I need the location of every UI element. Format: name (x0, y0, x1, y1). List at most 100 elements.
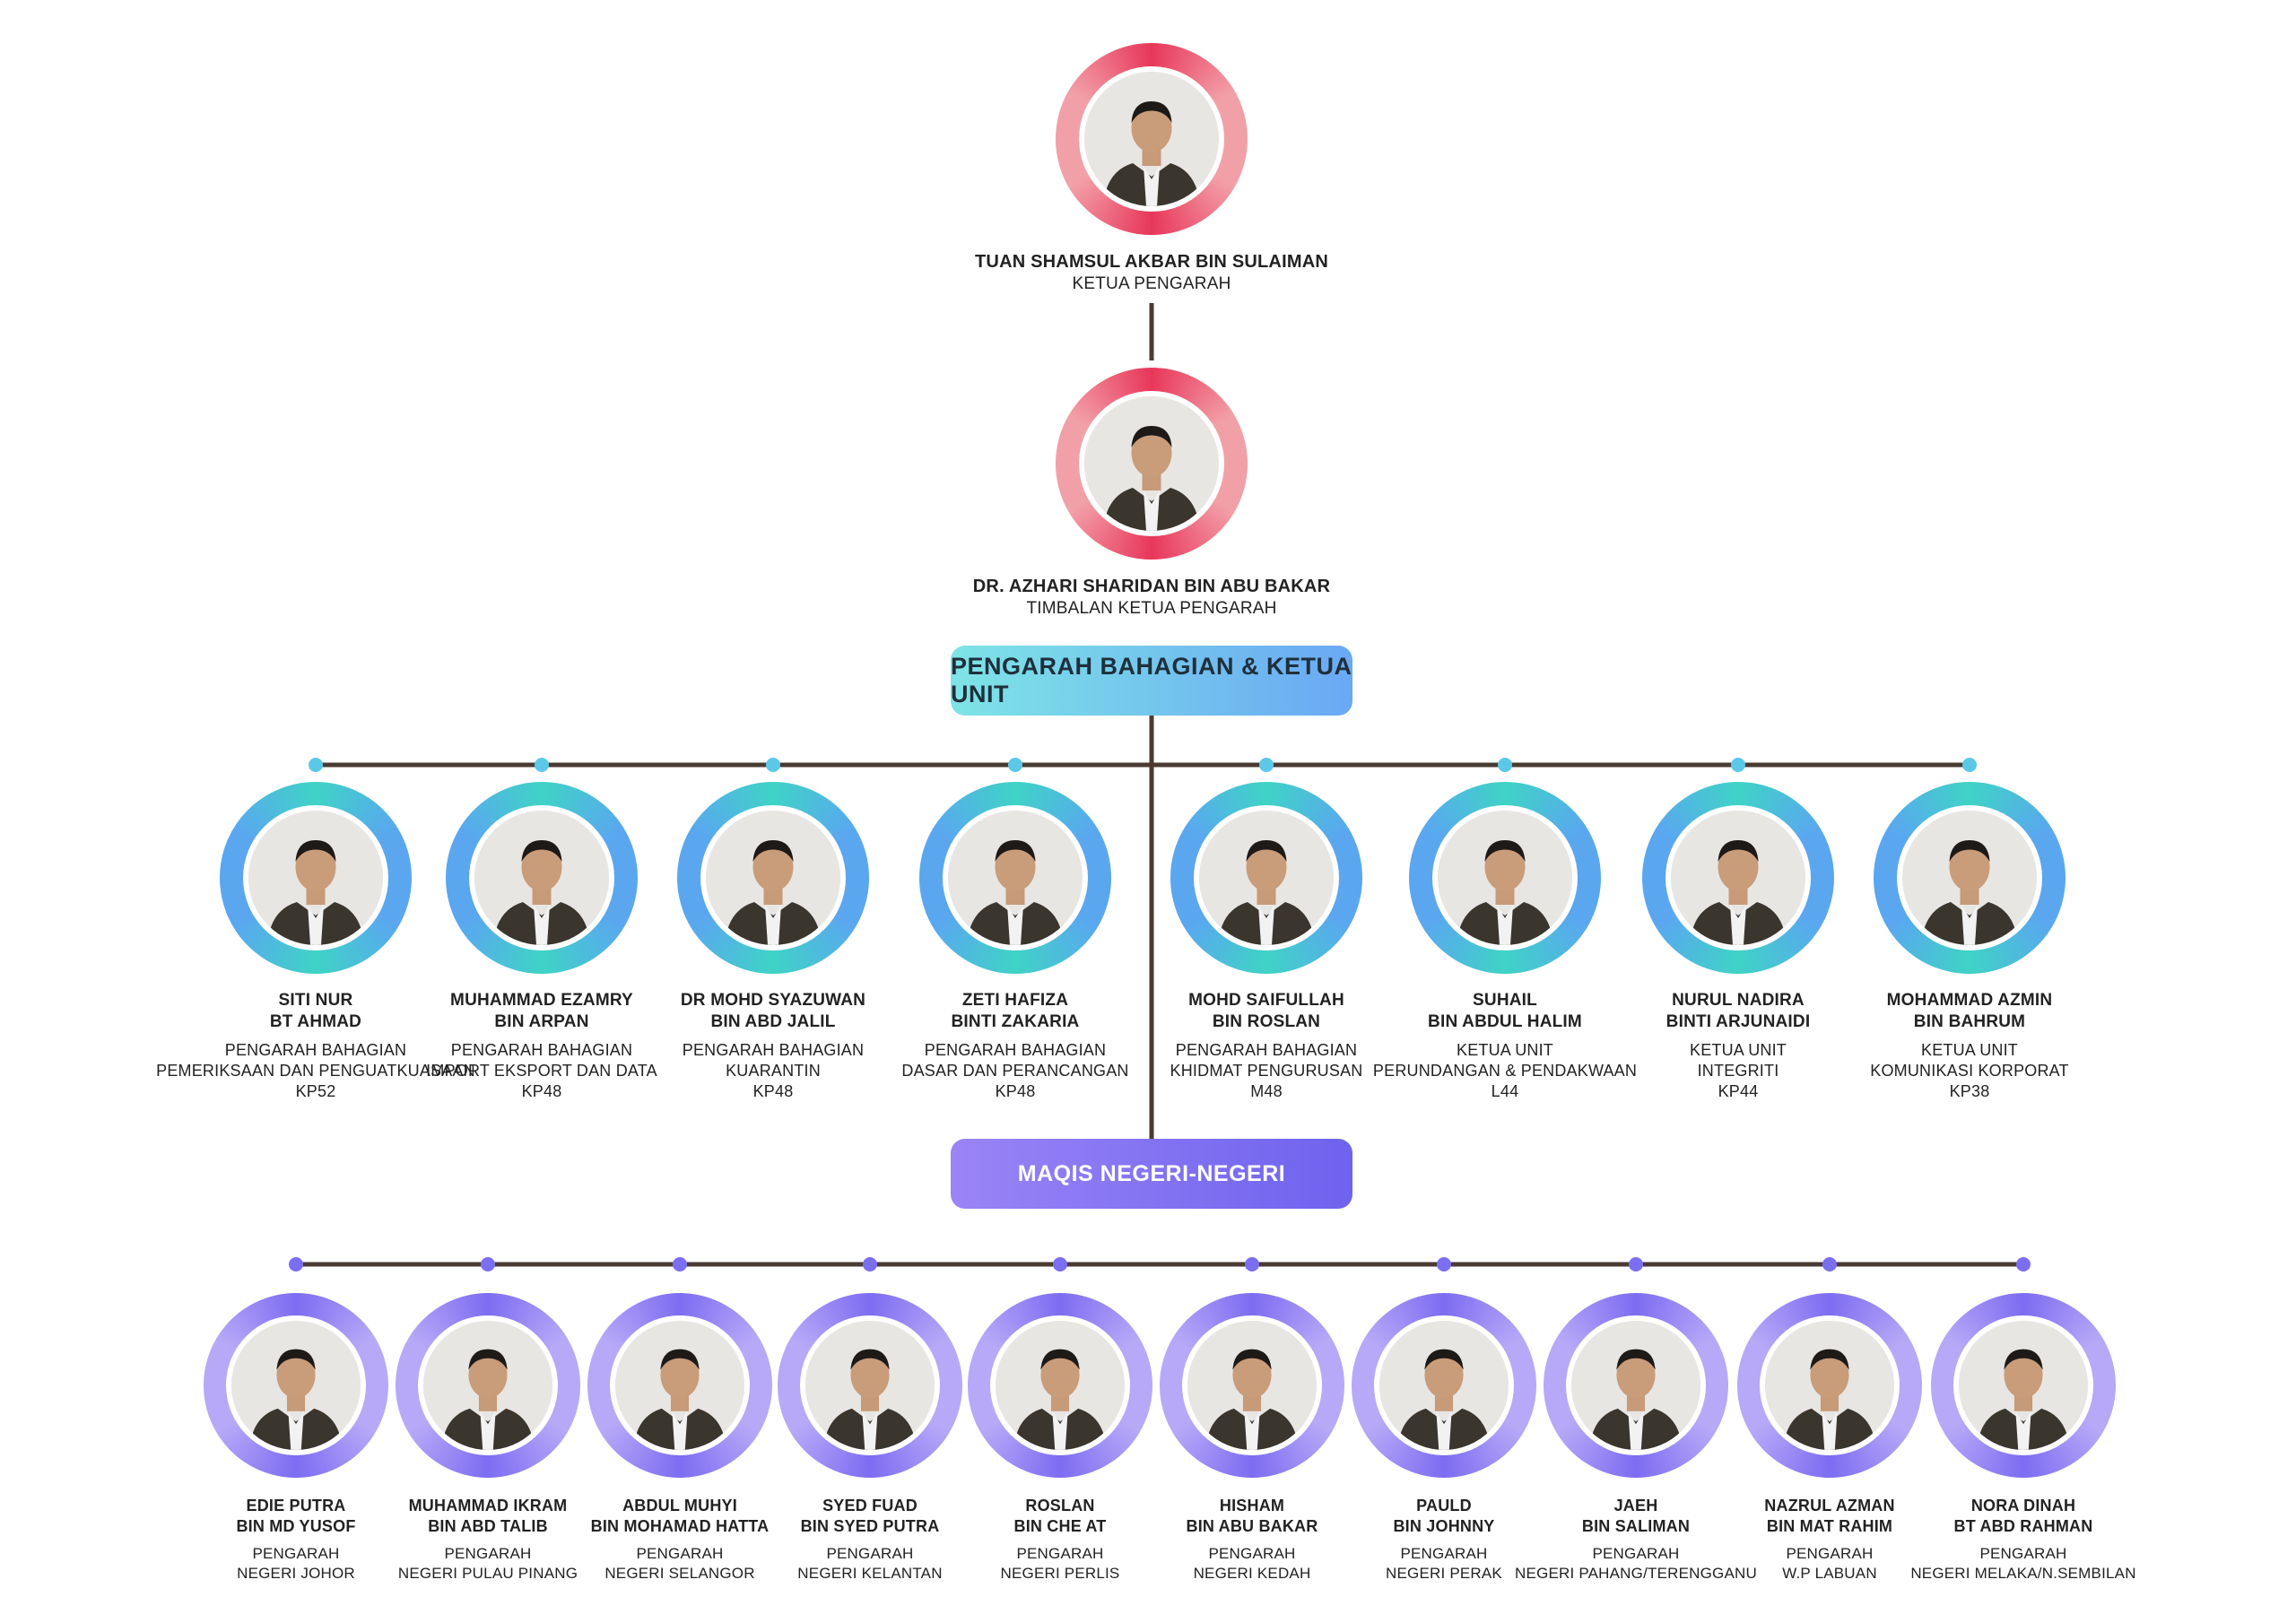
person-title: NEGERI PERLIS (1000, 1565, 1120, 1582)
avatar-ring (204, 1293, 388, 1478)
person-photo-icon (1084, 396, 1219, 531)
person-title: PEMERIKSAAN DAN PENGUATKUASAAN (156, 1062, 475, 1080)
connector-dot (1053, 1257, 1067, 1271)
person-title: TIMBALAN KETUA PENGARAH (1026, 599, 1277, 618)
person-title: NEGERI MELAKA/N.SEMBILAN (1910, 1565, 2136, 1582)
avatar-ring (1352, 1293, 1536, 1478)
person-name: BINTI ZAKARIA (951, 1012, 1080, 1031)
person-photo-icon (996, 1321, 1125, 1450)
person-grade: L44 (1491, 1082, 1519, 1100)
person-photo-icon (1765, 1321, 1894, 1450)
connector-dot (1008, 758, 1022, 772)
avatar-ring (1642, 782, 1834, 974)
person-name: DR. AZHARI SHARIDAN BIN ABU BAKAR (972, 577, 1331, 596)
person-photo-icon (1571, 1321, 1700, 1450)
division-banner-label: PENGARAH BAHAGIAN & KETUA UNIT (951, 653, 1352, 707)
person-name: BIN ROSLAN (1212, 1012, 1321, 1031)
avatar (1571, 1321, 1700, 1450)
person-title: NEGERI JOHOR (237, 1565, 355, 1582)
person-name: TUAN SHAMSUL AKBAR BIN SULAIMAN (975, 252, 1328, 272)
avatar (1084, 72, 1219, 206)
connector-dot (1245, 1257, 1259, 1271)
person-name: BIN SALIMAN (1581, 1517, 1691, 1535)
person-photo-icon (423, 1321, 552, 1450)
person-grade: KP48 (521, 1082, 562, 1100)
avatar-ring (587, 1293, 772, 1478)
person-name: BIN CHE AT (1013, 1517, 1107, 1535)
person-name: BINTI ARJUNAIDI (1665, 1012, 1811, 1031)
avatar (1379, 1321, 1509, 1450)
avatar (615, 1321, 744, 1450)
avatar-ring (1056, 368, 1248, 560)
person-photo-icon (1084, 72, 1219, 206)
person-name: BIN ARPAN (494, 1012, 589, 1031)
person-name: BIN MOHAMAD HATTA (590, 1517, 770, 1535)
person-title: PENGARAH (1592, 1545, 1680, 1562)
avatar-ring (778, 1293, 962, 1478)
person-grade: M48 (1250, 1082, 1283, 1100)
avatar (1084, 396, 1219, 531)
connector-dot (1629, 1257, 1643, 1271)
avatar-ring (919, 782, 1111, 974)
avatar-ring (968, 1293, 1152, 1478)
person-ketua-pengarah: TUAN SHAMSUL AKBAR BIN SULAIMAN KETUA PEN… (900, 43, 1403, 295)
states-banner-label: MAQIS NEGERI-NEGERI (1017, 1160, 1286, 1186)
person-photo-icon (1959, 1321, 2088, 1450)
person-title: PERUNDANGAN & PENDAKWAAN (1372, 1062, 1638, 1080)
person-title: NEGERI KELANTAN (797, 1565, 943, 1582)
person-photo-icon (474, 811, 609, 945)
person-title: KOMUNIKASI KORPORAT (1870, 1062, 2069, 1080)
connector-dot (481, 1257, 495, 1271)
avatar (474, 811, 609, 945)
person-title: PENGARAH BAHAGIAN (1175, 1041, 1358, 1059)
connector-dot (1259, 758, 1274, 772)
connector-dot (535, 758, 549, 772)
person-grade: KP52 (295, 1082, 336, 1100)
avatar-ring (396, 1293, 580, 1478)
person-grade: KP48 (752, 1082, 794, 1100)
person-title: PENGARAH (826, 1545, 914, 1562)
person-title: PENGARAH (636, 1545, 724, 1562)
person-name: BIN ABD JALIL (710, 1012, 836, 1031)
avatar (1671, 811, 1805, 945)
person-name: MUHAMMAD IKRAM (408, 1497, 568, 1515)
person-name: HISHAM (1219, 1497, 1285, 1515)
person-photo-icon (948, 811, 1083, 945)
avatar-ring (677, 782, 869, 974)
person-name: SITI NUR (278, 991, 353, 1010)
avatar-ring (220, 782, 412, 974)
connector-dot (1498, 758, 1512, 772)
person-grade: KP48 (995, 1082, 1036, 1100)
person-name: MOHD SAIFULLAH (1188, 991, 1344, 1010)
connector-dot (1437, 1257, 1451, 1271)
person-title: NEGERI PERAK (1386, 1565, 1502, 1582)
person-photo-icon (1902, 811, 2037, 945)
person-title: NEGERI PAHANG/TERENGGANU (1515, 1565, 1757, 1582)
avatar-ring (1160, 1293, 1344, 1478)
person-name: MOHAMMAD AZMIN (1886, 991, 2053, 1010)
person-title: KETUA PENGARAH (1072, 274, 1231, 293)
avatar (948, 811, 1083, 945)
person-timbalan-ketua-pengarah: DR. AZHARI SHARIDAN BIN ABU BAKAR TIMBALA… (900, 368, 1403, 620)
person-photo-icon (1187, 1321, 1317, 1450)
person-title: DASAR DAN PERANCANGAN (901, 1062, 1129, 1080)
avatar-ring (1056, 43, 1248, 235)
person-name: SYED FUAD (822, 1497, 918, 1515)
person-name: ABDUL MUHYI (622, 1497, 737, 1515)
avatar (1765, 1321, 1894, 1450)
states-banner: MAQIS NEGERI-NEGERI (951, 1139, 1352, 1209)
avatar-ring (1409, 782, 1601, 974)
person-name: EDIE PUTRA (246, 1497, 346, 1515)
